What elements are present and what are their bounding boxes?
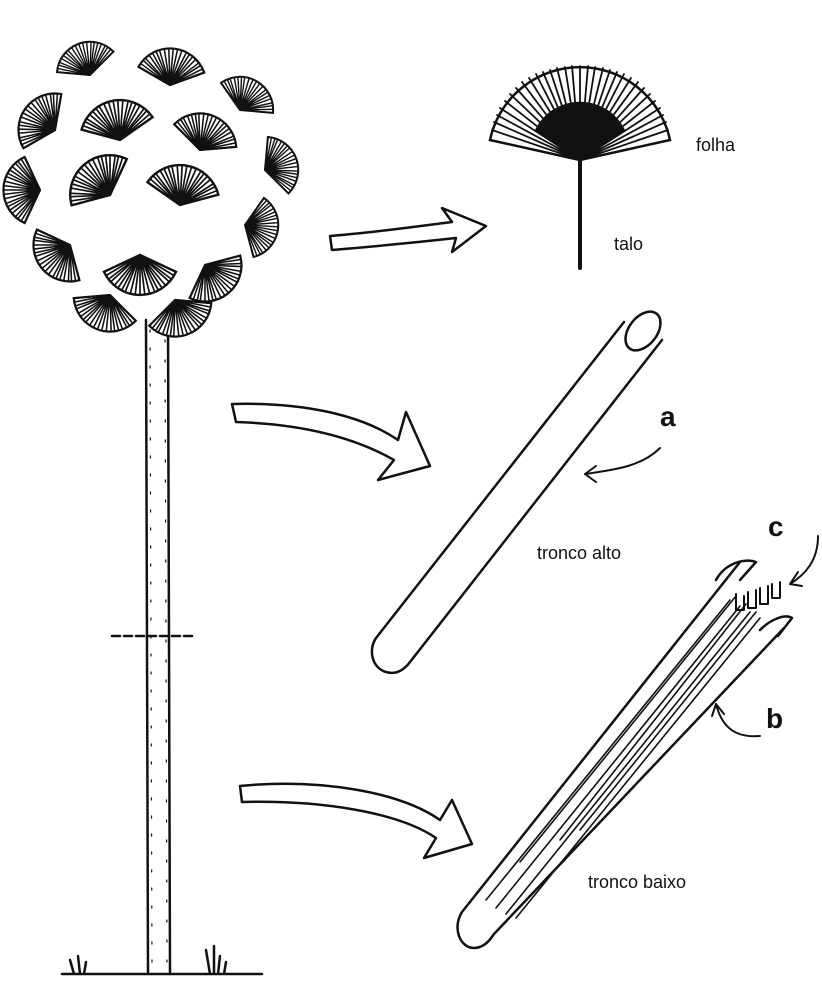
label-upper-trunk: tronco alto xyxy=(537,543,621,563)
palm-tree xyxy=(3,33,306,974)
palm-crown xyxy=(3,33,306,345)
label-lower-trunk: tronco baixo xyxy=(588,872,686,892)
pointer-b xyxy=(712,704,760,736)
label-stalk: talo xyxy=(614,234,643,254)
pointer-a xyxy=(585,448,660,482)
mark-c: c xyxy=(768,511,784,542)
upper-trunk-log xyxy=(372,305,668,673)
label-leaf: folha xyxy=(696,135,736,155)
mark-a: a xyxy=(660,401,676,432)
palm-trunk xyxy=(146,320,170,972)
arrow-to-upper-trunk xyxy=(232,404,430,480)
mark-b: b xyxy=(766,703,783,734)
arrow-to-leaf xyxy=(330,208,486,252)
arrow-to-lower-trunk xyxy=(240,784,472,858)
pointer-c xyxy=(790,536,818,586)
ground-line xyxy=(62,946,262,974)
